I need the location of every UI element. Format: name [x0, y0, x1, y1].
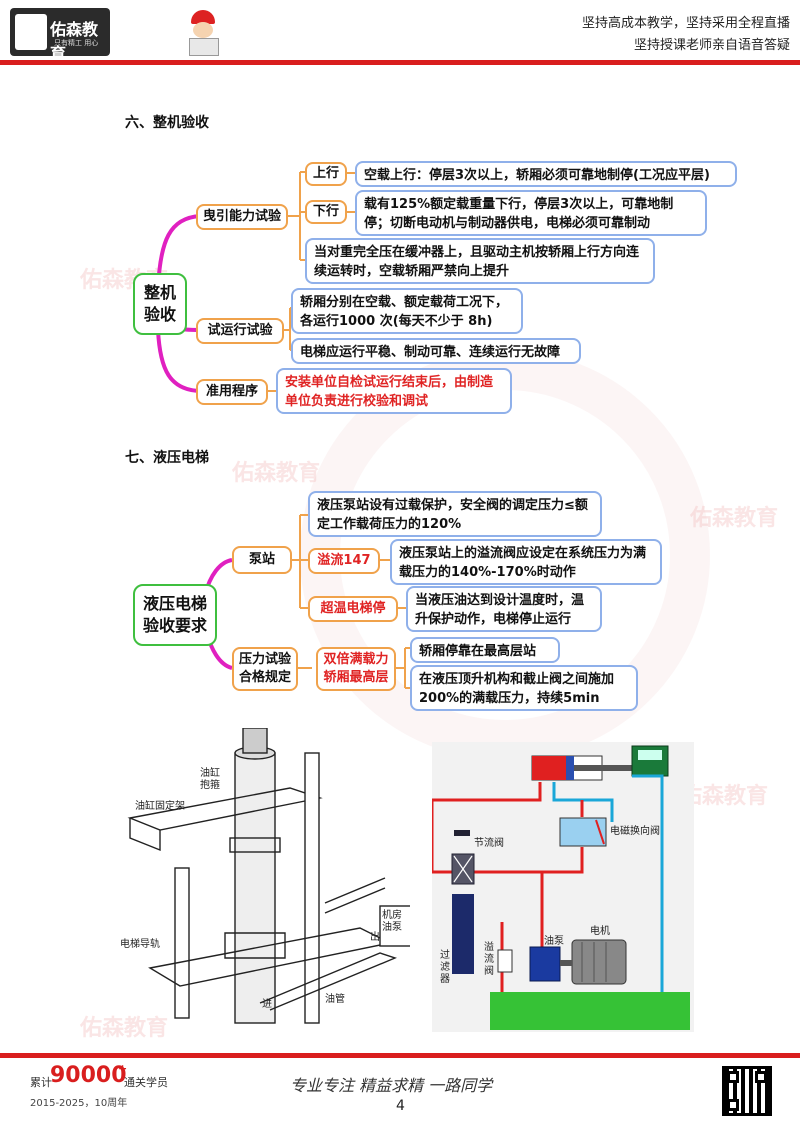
label-guide-rail: 电梯导轨 [120, 939, 160, 950]
footer-rule [0, 1053, 800, 1058]
label-cylinder-holder: 油缸 抱箍 [200, 768, 220, 791]
label-motor: 电机 [590, 926, 610, 937]
watermark: 佑森教育 [232, 461, 321, 486]
cylinder-installation-figure [127, 728, 410, 1024]
footer-years: 2015-2025，10周年 [30, 1098, 128, 1109]
overtemp-text: 当液压油达到设计温度时，温升保护动作，电梯停止运行 [406, 586, 602, 632]
watermark: 佑森教育 [80, 1016, 169, 1041]
logo-emblem-icon [15, 14, 47, 50]
page-number: 4 [396, 1098, 405, 1114]
label-oil-pump: 油泵 [544, 936, 564, 947]
header-logo: 佑森教育 只有精工 用心 [10, 8, 110, 63]
section6-root-node: 整机 验收 [133, 273, 187, 335]
label-overflow-valve: 溢 流 阀 [484, 942, 494, 977]
pump-station-node: 泵站 [232, 546, 292, 574]
up-tag: 上行 [305, 162, 347, 186]
watermark: 佑森教育 [680, 784, 769, 809]
down-tag: 下行 [305, 200, 347, 224]
logo-subtext: 只有精工 用心 [54, 39, 99, 47]
overflow-text: 液压泵站上的溢流阀应设定在系统压力为满载压力的140%-170%时动作 [390, 539, 662, 585]
pressure-text-1: 轿厢停靠在最高层站 [410, 637, 560, 663]
trial-text-1: 轿厢分别在空载、额定载荷工况下，各运行1000 次(每天不少于 8h) [291, 288, 523, 334]
header-rule [0, 60, 800, 65]
section-title: 六、整机验收 [125, 115, 209, 131]
label-out: 出 [370, 932, 380, 943]
header-slogan-1: 坚持高成本教学，坚持采用全程直播 [581, 16, 790, 31]
header-slogan-2: 坚持授课老师亲自语音答疑 [633, 38, 790, 53]
trial-run-node: 试运行试验 [196, 318, 284, 344]
label-throttle-valve: 节流阀 [474, 838, 504, 849]
footer-motto: 专业专注 精益求精 一路同学 [290, 1076, 493, 1095]
trial-text-2: 电梯应运行平稳、制动可靠、连续运行无故障 [291, 338, 581, 364]
hydraulic-schematic-drawing [432, 745, 690, 1030]
label-filter: 过 滤 器 [440, 950, 450, 985]
buffer-text: 当对重完全压在缓冲器上，且驱动主机按轿厢上行方向连续运转时，空载轿厢严禁向上提升 [305, 238, 655, 284]
overtemp-tag: 超温电梯停 [308, 596, 398, 622]
up-text: 空载上行：停层3次以上，轿厢必须可靠地制停(工况应平层) [355, 161, 737, 187]
footer-count-plus: + [118, 1062, 128, 1075]
footer-count: 90000 [50, 1063, 127, 1088]
label-solenoid-valve: 电磁换向阀 [610, 826, 660, 837]
label-machine-room-pump: 机房 油泵 [382, 910, 402, 933]
pump-text-1: 液压泵站设有过载保护，安全阀的调定压力≤额定工作载荷压力的120% [308, 491, 602, 537]
overflow-tag: 溢流147 [308, 548, 380, 574]
hydraulic-schematic-figure [432, 742, 694, 1032]
pressure-tag: 双倍满载力 轿厢最高层 [316, 647, 396, 691]
down-text: 载有125%额定载重量下行，停层3次以上，可靠地制停；切断电动机与制动器供电，电… [355, 190, 707, 236]
procedure-text: 安装单位自检试运行结束后，由制造单位负责进行校验和调试 [276, 368, 512, 414]
footer-count-prefix: 累计 [30, 1076, 52, 1089]
pressure-text-2: 在液压顶升机构和截止阀之间施加200%的满载压力，持续5min [410, 665, 638, 711]
traction-test-node: 曳引能力试验 [196, 204, 288, 230]
procedure-node: 准用程序 [196, 379, 268, 405]
label-in: 进 [262, 999, 272, 1010]
label-oil-pipe: 油管 [325, 994, 345, 1005]
footer-count-suffix: 通关学员 [124, 1076, 168, 1089]
mascot-icon [183, 10, 223, 58]
section-title: 七、液压电梯 [125, 450, 209, 466]
section7-root-node: 液压电梯 验收要求 [133, 584, 217, 646]
label-cylinder-frame: 油缸固定架 [135, 801, 185, 812]
pressure-test-node: 压力试验 合格规定 [232, 647, 298, 691]
logo-text: 佑森教育 [50, 20, 99, 63]
qr-code-icon [722, 1066, 772, 1116]
